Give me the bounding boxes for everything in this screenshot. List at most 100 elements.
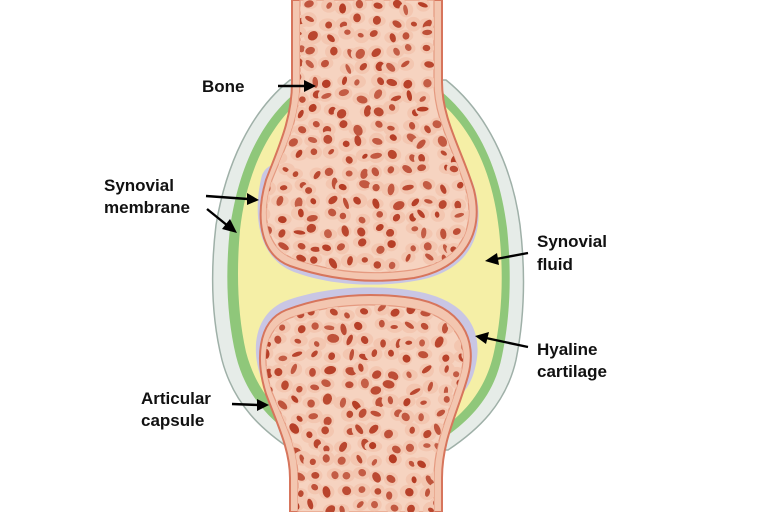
bone-pore bbox=[353, 196, 362, 205]
bone-pore bbox=[392, 20, 402, 28]
bone-pore-rim bbox=[270, 3, 286, 16]
bone-pore bbox=[447, 42, 457, 52]
bone-pore bbox=[453, 371, 460, 378]
bone-pore bbox=[307, 31, 318, 41]
bone-pore bbox=[452, 228, 461, 235]
bone-pore bbox=[272, 57, 281, 68]
bone-pore bbox=[265, 456, 269, 463]
bone-pore bbox=[357, 238, 367, 247]
bone-pore bbox=[455, 471, 463, 482]
bone-pore bbox=[266, 77, 270, 85]
bone-pore bbox=[372, 137, 383, 145]
bone-pore bbox=[274, 5, 283, 13]
bone-pore bbox=[338, 183, 347, 191]
bone-pore bbox=[408, 460, 415, 467]
bone-pore bbox=[473, 499, 483, 509]
bone-pore bbox=[387, 396, 394, 405]
bone-pore bbox=[354, 79, 360, 86]
label-articular-capsule-2: capsule bbox=[141, 411, 204, 430]
bone-pore bbox=[424, 125, 431, 134]
bone-pore bbox=[423, 443, 431, 448]
bone-pore bbox=[359, 180, 371, 189]
bone-pore bbox=[372, 370, 382, 379]
bone-pore bbox=[297, 242, 306, 250]
bone-pore bbox=[278, 229, 286, 238]
bone-pore bbox=[309, 458, 316, 466]
bone-pore bbox=[304, 0, 314, 8]
bone-pore bbox=[342, 472, 351, 480]
bone-pore bbox=[409, 426, 415, 434]
bone-pore bbox=[387, 166, 395, 174]
bone-pore bbox=[281, 380, 289, 391]
arrow-synovial-fluid bbox=[485, 251, 529, 265]
bone-pore bbox=[339, 505, 345, 512]
bone-pore bbox=[387, 183, 395, 196]
bone-pore bbox=[369, 30, 378, 37]
bone-pore bbox=[266, 44, 270, 53]
bone-pore bbox=[375, 120, 383, 128]
bone-pore bbox=[296, 254, 307, 263]
bone-pore bbox=[321, 92, 332, 99]
bone-pore bbox=[354, 321, 363, 331]
bone-pore bbox=[309, 368, 316, 377]
bone-pore bbox=[401, 60, 410, 68]
bone-pore bbox=[345, 156, 353, 164]
bone-pore bbox=[456, 500, 464, 509]
bone-pore bbox=[391, 445, 401, 454]
bone-pore bbox=[279, 324, 286, 331]
bone-pore bbox=[422, 44, 431, 52]
bone-pore bbox=[345, 170, 353, 177]
bone-pore bbox=[324, 167, 334, 177]
bone-pore bbox=[265, 438, 274, 448]
bone-pore bbox=[469, 94, 482, 104]
bone-pore bbox=[325, 21, 333, 29]
bone-pore-rim bbox=[463, 16, 469, 32]
bone-pore bbox=[297, 208, 304, 218]
bone-pore bbox=[279, 500, 290, 509]
arrow-synovial-membrane-1 bbox=[205, 193, 259, 205]
bone-pore-rim bbox=[266, 41, 275, 56]
bone-pore bbox=[425, 475, 434, 486]
bone-pore bbox=[326, 2, 333, 9]
bone-pore bbox=[411, 476, 417, 484]
bone-pore-rim bbox=[266, 59, 271, 75]
bone-pore bbox=[467, 483, 477, 494]
bone-pore bbox=[423, 429, 432, 439]
bone-pore bbox=[386, 474, 396, 483]
bone-pore bbox=[356, 95, 368, 104]
lower-spongy-bone bbox=[265, 304, 483, 512]
bone-pore bbox=[387, 240, 396, 249]
bone-pore bbox=[352, 400, 361, 411]
bone-pore bbox=[454, 212, 465, 218]
bone-pore bbox=[376, 211, 384, 218]
bone-pore bbox=[388, 349, 394, 357]
bone-pore bbox=[274, 335, 282, 344]
bone-pore bbox=[340, 323, 347, 336]
bone-pore bbox=[434, 211, 440, 218]
bone-pore bbox=[424, 488, 431, 497]
bone-pore bbox=[339, 120, 348, 129]
bone-pore bbox=[403, 398, 411, 407]
bone-pore bbox=[321, 79, 331, 88]
bone-pore bbox=[466, 0, 469, 9]
bone-pore bbox=[417, 209, 425, 219]
bone-pore bbox=[371, 459, 378, 466]
bone-pore bbox=[324, 365, 337, 375]
bone-pore-rim bbox=[448, 61, 466, 77]
bone-pore bbox=[324, 325, 336, 331]
bone-pore bbox=[416, 139, 426, 149]
bone-pore bbox=[457, 181, 464, 189]
bone-pore bbox=[420, 322, 429, 330]
bone-pore bbox=[329, 308, 338, 316]
bone-pore bbox=[294, 197, 303, 209]
bone-pore-rim bbox=[266, 73, 274, 88]
bone-pore-rim bbox=[268, 57, 286, 69]
bone-pore-rim bbox=[265, 500, 270, 512]
bone-pore bbox=[377, 77, 385, 86]
bone-pore bbox=[443, 60, 449, 69]
bone-pore bbox=[297, 490, 304, 497]
bone-pore-rim bbox=[265, 452, 274, 466]
bone-pore bbox=[449, 165, 459, 173]
bone-pore bbox=[310, 256, 318, 264]
bone-pore bbox=[419, 96, 426, 102]
